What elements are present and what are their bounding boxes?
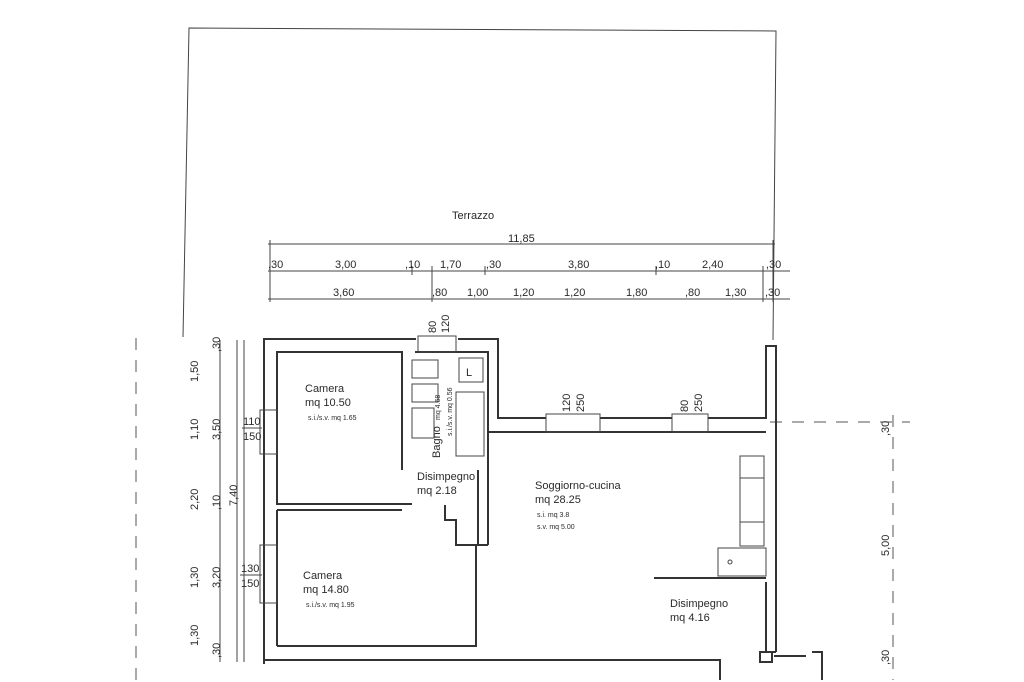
soggiorno-si: s.i. mq 3.8 <box>537 512 569 519</box>
windows <box>259 335 709 604</box>
dim-row2: 1,20 <box>564 287 585 299</box>
dim-row1: ,10 <box>655 259 670 271</box>
dim-left-col1: 2,20 <box>189 489 201 510</box>
window-bathroom-width: 80 <box>427 321 439 333</box>
soggiorno-area: mq 28.25 <box>535 494 581 506</box>
disimpegno-center-name: Disimpegno <box>417 471 475 483</box>
camera-bottom-area: mq 14.80 <box>303 584 349 596</box>
camera-top-area: mq 10.50 <box>305 397 351 409</box>
dim-left-col2: ,30 <box>211 337 223 352</box>
dim-left-col2: ,10 <box>211 495 223 510</box>
dim-row2: 1,00 <box>467 287 488 299</box>
dim-right-col: ,30 <box>880 650 892 665</box>
dim-row1: 2,40 <box>702 259 723 271</box>
dim-row2: ,80 <box>432 287 447 299</box>
kitchen-fixtures <box>717 455 767 577</box>
dim-row1: 3,00 <box>335 259 356 271</box>
dim-total: 11,85 <box>508 233 535 245</box>
bathtub <box>455 391 485 457</box>
dim-row2: 3,60 <box>333 287 354 299</box>
dim-row1: ,30 <box>486 259 501 271</box>
soggiorno-sv: s.v. mq 5.00 <box>537 524 575 531</box>
camera-bottom-sub: s.i./s.v. mq 1.95 <box>306 602 355 609</box>
bagno-sub: s.i./s.v. mq 0.56 <box>447 387 454 436</box>
camera-bottom-name: Camera <box>303 570 343 582</box>
dim-row1: ,30 <box>766 259 781 271</box>
dim-left-col2: 3,20 <box>211 567 223 588</box>
top-dimension-lines <box>268 240 790 302</box>
bathroom-fixtures <box>411 357 485 457</box>
dim-left-col1: 1,30 <box>189 625 201 646</box>
bagno-name: Bagno <box>431 426 443 458</box>
terrace-label: Terrazzo <box>452 210 494 222</box>
dim-row2: 1,80 <box>626 287 647 299</box>
dim-row2: 1,20 <box>513 287 534 299</box>
window-top-left-width: 110 <box>243 416 261 428</box>
dim-right-col: 5,00 <box>880 535 892 556</box>
dim-row2: ,80 <box>685 287 700 299</box>
disimpegno-center-area: mq 2.18 <box>417 485 457 497</box>
dim-row1: 1,70 <box>440 259 461 271</box>
dim-left-col1: 1,50 <box>189 361 201 382</box>
dim-left-col2: 3,50 <box>211 419 223 440</box>
bagno-symbol: L <box>466 367 472 379</box>
window-living2-height: 250 <box>693 394 705 412</box>
dim-row1: ,10 <box>405 259 420 271</box>
disimpegno-right-area: mq 4.16 <box>670 612 710 624</box>
window-living1-height: 250 <box>575 394 587 412</box>
dim-row2: 1,30 <box>725 287 746 299</box>
window-living1-width: 120 <box>561 394 573 412</box>
bidet <box>411 359 439 379</box>
window-top-left-height: 150 <box>243 431 261 443</box>
dim-left-total: 7,40 <box>228 485 240 506</box>
terrace-outline <box>182 27 777 341</box>
dim-left-col1: 1,30 <box>189 567 201 588</box>
dim-left-col1: 1,10 <box>189 419 201 440</box>
window-bottom-left-height: 150 <box>241 578 259 590</box>
left-dimension-lines <box>219 340 245 662</box>
dim-row2: ,30 <box>765 287 780 299</box>
window-living2-width: 80 <box>679 400 691 412</box>
window-bottom-left-width: 130 <box>241 563 259 575</box>
camera-top-sub: s.i./s.v. mq 1.65 <box>308 415 357 422</box>
sink <box>411 407 435 439</box>
toilet <box>411 383 439 403</box>
disimpegno-right-name: Disimpegno <box>670 598 728 610</box>
walls <box>263 338 823 680</box>
camera-top-name: Camera <box>305 383 345 395</box>
window-bathroom-height: 120 <box>440 315 452 333</box>
washing-machine <box>458 357 484 383</box>
dim-left-col2: ,30 <box>211 643 223 658</box>
dim-row1: 3,80 <box>568 259 589 271</box>
dim-row1: ,30 <box>268 259 283 271</box>
dim-right-col: ,30 <box>880 421 892 436</box>
bagno-area: mq 4.68 <box>435 395 442 420</box>
soggiorno-name: Soggiorno-cucina <box>535 480 621 492</box>
